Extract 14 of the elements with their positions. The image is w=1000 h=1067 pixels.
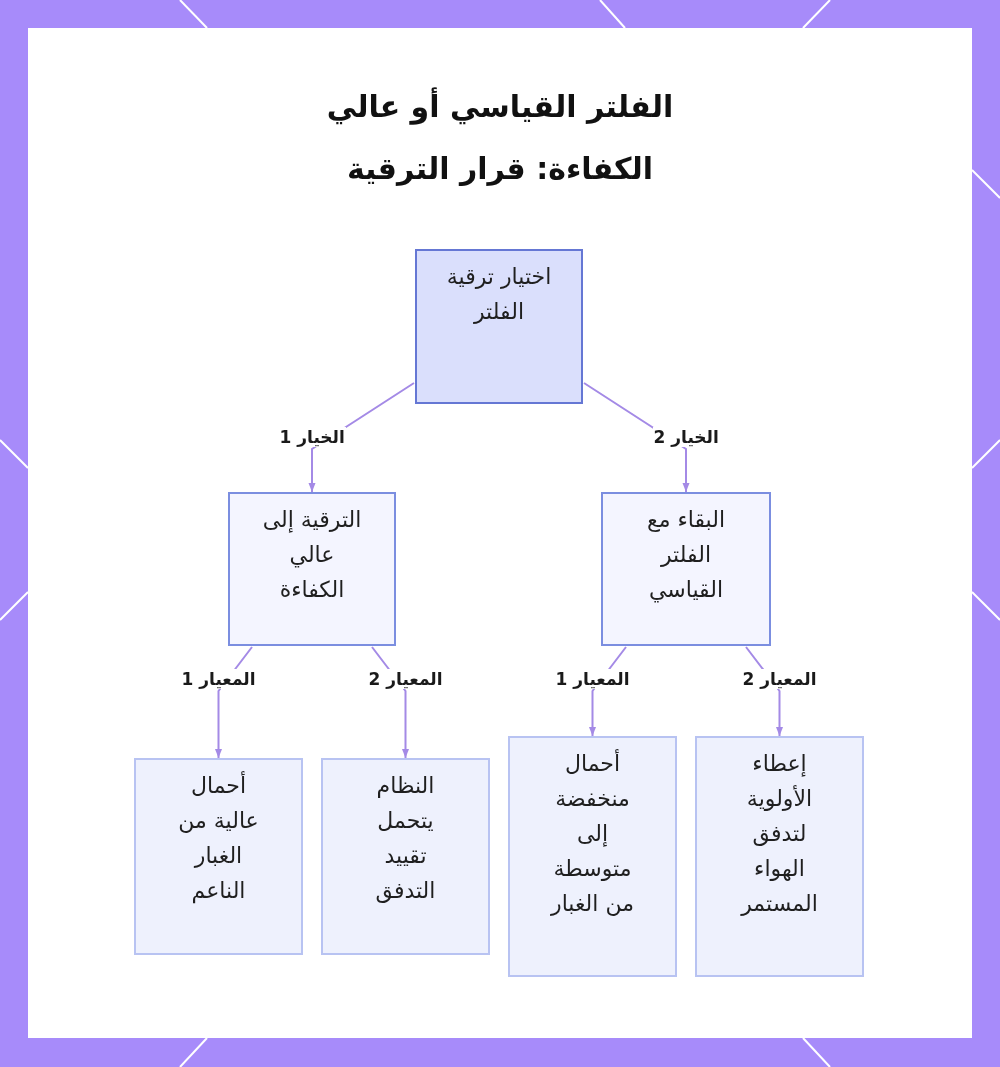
edge-label: المعيار 1 — [554, 669, 631, 689]
edge-label: الخيار 2 — [652, 427, 720, 447]
edge-label: المعيار 1 — [180, 669, 257, 689]
option-box: الترقية إلى عالي الكفاءة — [228, 492, 396, 646]
edge-label: المعيار 2 — [367, 669, 444, 689]
edge-label: المعيار 2 — [741, 669, 818, 689]
title: الفلتر القياسي أو عالي الكفاءة: قرار الترقية — [325, 86, 675, 188]
outcome-box: أحمال منخفضة إلى متوسطة من الغبار — [508, 736, 677, 977]
root-box: اختيار ترقية الفلتر — [415, 249, 583, 404]
edge-label: الخيار 1 — [278, 427, 346, 447]
outcome-box: إعطاء الأولوية لتدفق الهواء المستمر — [695, 736, 864, 977]
option-box: البقاء مع الفلتر القياسي — [601, 492, 771, 646]
outcome-box: النظام يتحمل تقييد التدفق — [321, 758, 490, 955]
outcome-box: أحمال عالية من الغبار الناعم — [134, 758, 303, 955]
